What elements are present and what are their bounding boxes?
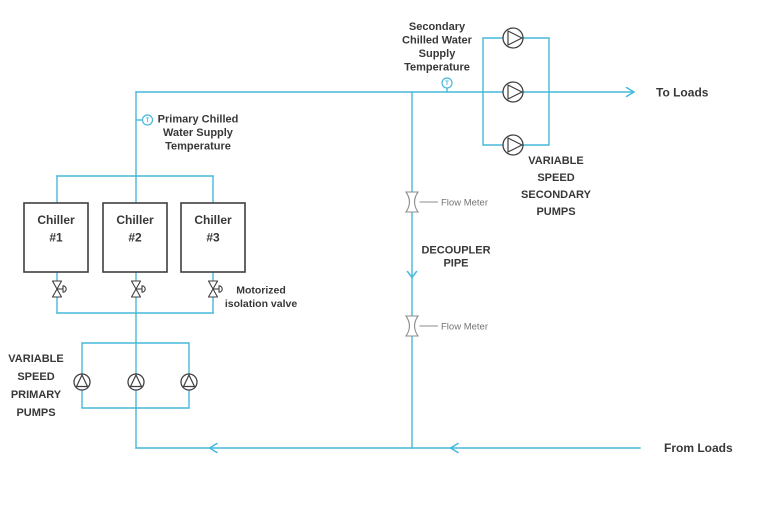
primary-supply-temp-line3: Temperature [165, 141, 231, 153]
chiller-1-label-line2: #1 [49, 231, 63, 245]
primary-pump-3-icon [180, 373, 198, 391]
return-flow-arrow-left-icon [208, 442, 218, 454]
chiller-3-label-line1: Chiller [194, 213, 232, 227]
primary-temperature-sensor-icon: T [141, 114, 154, 126]
secondary-pumps-label-line4: PUMPS [536, 206, 575, 218]
chiller-3: Chiller #3 [180, 202, 246, 273]
chiller-3-box [180, 202, 246, 273]
primary-supply-temp-label: Primary Chilled Water Supply Temperature [158, 114, 239, 153]
flow-meter-upper: Flow Meter [404, 191, 488, 213]
secondary-pumps-label-line1: VARIABLE [528, 155, 583, 167]
to-loads-label: To Loads [656, 86, 709, 100]
secondary-pump-3-icon [502, 134, 524, 156]
flow-meter-upper-label: Flow Meter [441, 198, 488, 209]
isolation-valve-3-icon [207, 280, 223, 298]
primary-pump-2-icon [127, 373, 145, 391]
secondary-supply-temp-line4: Temperature [404, 62, 470, 74]
secondary-pump-manifold [482, 37, 550, 146]
motorized-isolation-valve-label: Motorized isolation valve [225, 285, 298, 311]
primary-pumps-label-line3: PRIMARY [11, 389, 62, 401]
variable-speed-secondary-pumps-label: VARIABLE SPEED SECONDARY PUMPS [521, 155, 592, 218]
flow-meter-lower: Flow Meter [404, 315, 488, 337]
chiller-1-label-line1: Chiller [37, 213, 75, 227]
secondary-pump-1-icon [502, 27, 524, 49]
chiller-1-box [23, 202, 89, 273]
svg-text:T: T [445, 81, 449, 87]
primary-supply-temp-line1: Primary Chilled [158, 114, 239, 126]
primary-pumps-label-line2: SPEED [17, 371, 54, 383]
flow-meter-lower-label: Flow Meter [441, 322, 488, 333]
secondary-supply-temp-line2: Chilled Water [402, 35, 473, 47]
secondary-supply-temp-line3: Supply [419, 48, 457, 60]
motorized-valve-label-line1: Motorized [236, 285, 286, 297]
decoupler-label-line2: PIPE [443, 258, 468, 270]
piping [56, 37, 641, 449]
chiller-1: Chiller #1 [23, 202, 89, 273]
motorized-valve-label-line2: isolation valve [225, 298, 298, 310]
flow-meter-upper-icon [404, 191, 438, 213]
to-loads-arrow-icon [625, 86, 636, 98]
isolation-valve-1-icon [51, 280, 67, 298]
secondary-temperature-sensor-icon: T [441, 77, 453, 89]
decoupler-pipe-label: DECOUPLER PIPE [421, 245, 490, 270]
decoupler-down-arrow-icon [406, 270, 418, 279]
from-loads-label: From Loads [664, 441, 733, 455]
return-flow-arrow-right-icon [449, 442, 459, 454]
primary-supply-temp-line2: Water Supply [163, 127, 234, 139]
secondary-supply-temp-label: Secondary Chilled Water Supply Temperatu… [402, 21, 473, 74]
secondary-pumps-label-line2: SPEED [537, 172, 574, 184]
primary-pumps [73, 373, 198, 391]
primary-pumps-label-line1: VARIABLE [8, 353, 63, 365]
secondary-pumps-label-line3: SECONDARY [521, 189, 592, 201]
secondary-pumps [502, 27, 524, 156]
decoupler-label-line1: DECOUPLER [421, 245, 490, 257]
svg-text:T: T [146, 118, 150, 124]
isolation-valve-2-icon [130, 280, 146, 298]
flow-meter-lower-icon [404, 315, 438, 337]
primary-pumps-label-line4: PUMPS [16, 407, 55, 419]
variable-speed-primary-pumps-label: VARIABLE SPEED PRIMARY PUMPS [8, 353, 63, 419]
chiller-2: Chiller #2 [102, 202, 168, 273]
chiller-2-label-line2: #2 [128, 231, 142, 245]
secondary-supply-temp-line1: Secondary [409, 21, 466, 33]
secondary-pump-2-icon [502, 81, 524, 103]
chiller-2-label-line1: Chiller [116, 213, 154, 227]
flow-arrows [208, 86, 636, 454]
primary-pump-1-icon [73, 373, 91, 391]
chiller-3-label-line2: #3 [206, 231, 220, 245]
chiller-2-box [102, 202, 168, 273]
